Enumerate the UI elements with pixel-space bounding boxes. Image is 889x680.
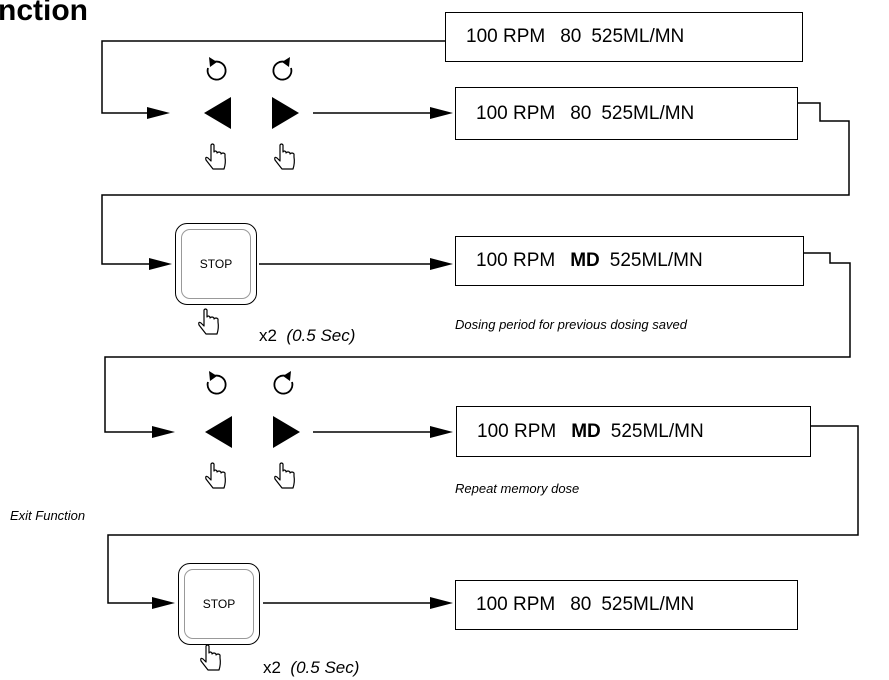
page-title: nction — [0, 0, 88, 27]
pointing-hand-icon — [205, 143, 226, 170]
press-instruction: x2 (0.5 Sec) — [263, 658, 360, 677]
press-instruction: x2 (0.5 Sec) — [259, 326, 356, 345]
arrowhead — [152, 426, 175, 438]
arrowhead — [430, 258, 453, 270]
arrowhead — [147, 107, 170, 119]
exit-function-note: Exit Function — [10, 508, 86, 523]
left-triangle-icon — [204, 97, 231, 129]
pointing-hand-icon — [274, 462, 295, 489]
clockwise-arrow-icon — [272, 56, 293, 81]
clockwise-arrow-icon — [273, 370, 294, 395]
counterclockwise-arrow-icon — [206, 56, 227, 81]
left-triangle-icon — [205, 416, 232, 448]
pointing-hand-icon — [205, 462, 226, 489]
connector-line — [104, 252, 851, 433]
arrowhead — [152, 597, 175, 609]
counterclockwise-arrow-icon — [206, 370, 227, 395]
arrowhead — [430, 426, 453, 438]
pointing-hand-icon — [198, 308, 219, 335]
stop-button[interactable]: STOP — [178, 563, 260, 645]
arrowhead — [430, 597, 453, 609]
arrowhead — [430, 107, 453, 119]
pointing-hand-icon — [200, 644, 221, 671]
repeat-memory-note: Repeat memory dose — [455, 481, 580, 496]
arrowhead — [149, 258, 172, 270]
pointing-hand-icon — [274, 143, 295, 170]
connector-line — [107, 425, 859, 604]
right-triangle-icon — [272, 97, 299, 129]
stop-button[interactable]: STOP — [175, 223, 257, 305]
stop-button-label: STOP — [184, 569, 254, 639]
right-triangle-icon — [273, 416, 300, 448]
connector-line — [101, 40, 455, 114]
dosing-saved-note: Dosing period for previous dosing saved — [455, 317, 687, 332]
connector-line — [101, 102, 850, 265]
stop-button-label: STOP — [181, 229, 251, 299]
